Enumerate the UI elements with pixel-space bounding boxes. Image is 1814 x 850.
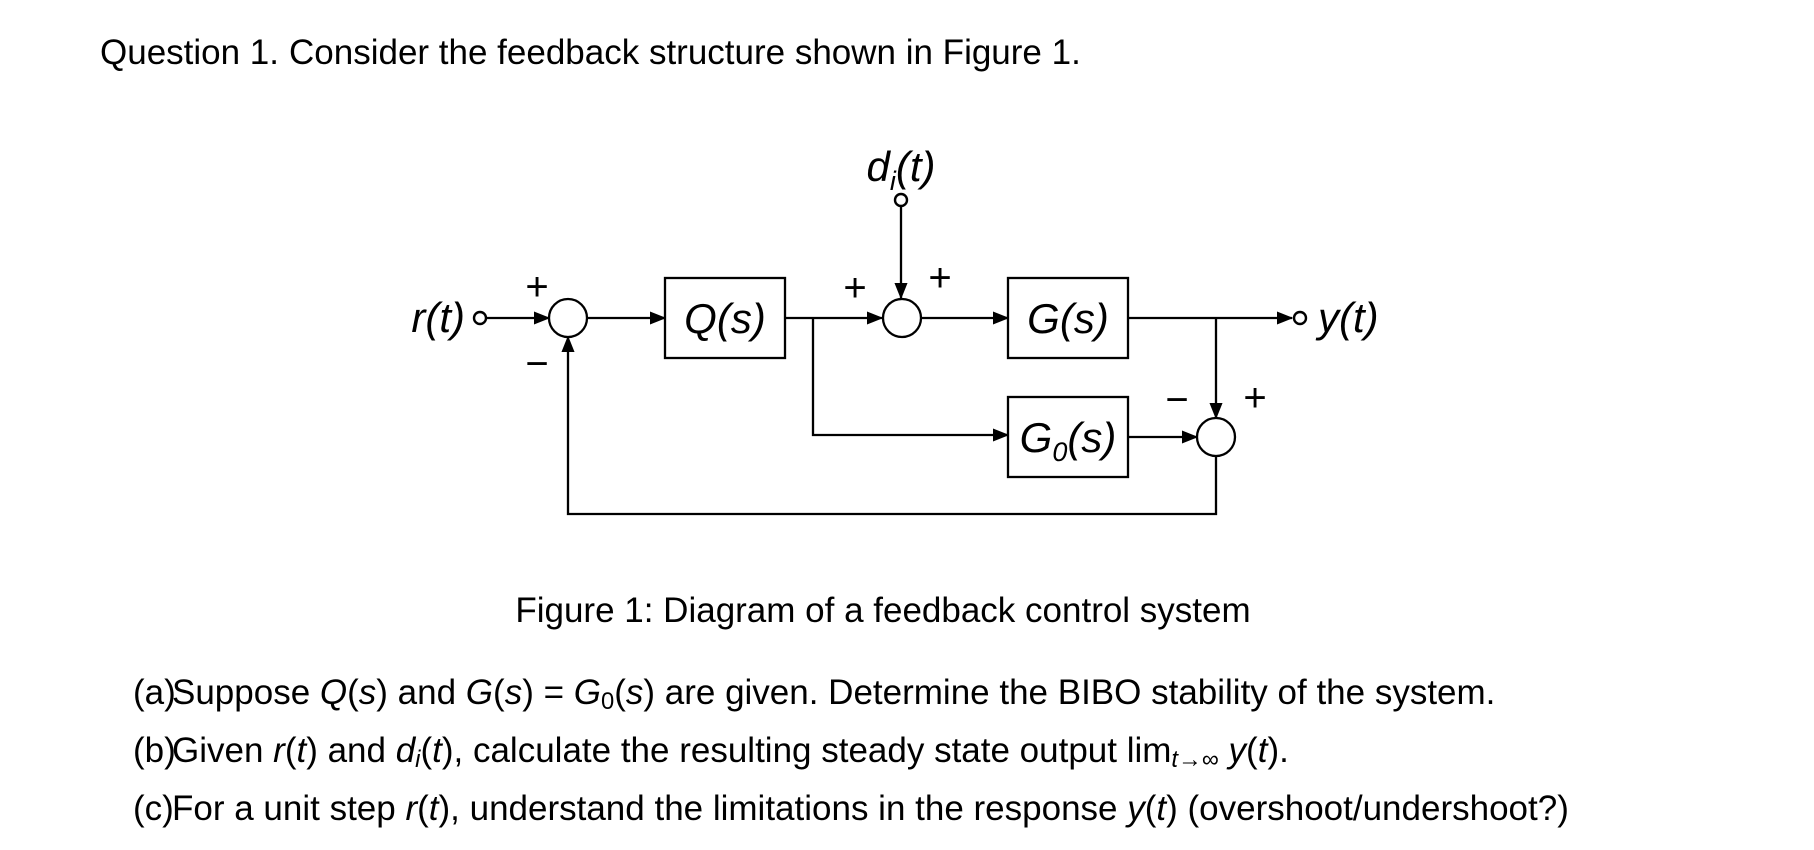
model-block: [1006, 395, 1130, 479]
output-signal-label: y(t): [1315, 294, 1379, 341]
text-run: t: [428, 789, 439, 828]
output-terminal: [1292, 310, 1308, 326]
text-run: ) and: [306, 731, 396, 770]
sum1-minus-sign: −: [525, 342, 548, 386]
input-signal-label: r(t): [411, 294, 465, 341]
text-run: t: [296, 731, 307, 770]
text-run: ) and: [376, 673, 466, 712]
question-item-b: (b)Given r(t) and di(t), calculate the r…: [133, 726, 1569, 784]
text-run: y: [1228, 731, 1247, 770]
question-title-text: Consider the feedback structure shown in…: [289, 33, 1081, 72]
text-run: s: [625, 673, 644, 712]
summing-junction-3: [1195, 416, 1237, 458]
text-run: i: [415, 746, 421, 773]
text-run: s: [504, 673, 523, 712]
item-b-label: (b): [133, 731, 176, 770]
text-run: Given: [172, 731, 274, 770]
text-run: (: [1144, 789, 1157, 828]
text-run: t: [1257, 731, 1268, 770]
text-run: y: [1127, 789, 1145, 828]
sum2-plus-right-sign: +: [928, 256, 951, 300]
model-label-sub: 0: [1052, 437, 1067, 467]
text-run: ) =: [522, 673, 574, 712]
controller-label: Q(s): [684, 295, 766, 342]
item-a-text: Suppose Q(s) and G(s) = G0(s) are given.…: [172, 673, 1496, 715]
sum2-plus-left-sign: +: [843, 266, 866, 310]
plant-label: G(s): [1027, 295, 1109, 342]
text-run: ).: [1267, 731, 1289, 770]
text-run: (: [614, 673, 626, 712]
disturbance-label-main: d: [866, 143, 891, 190]
input-terminal: [472, 310, 488, 326]
feedback-line: [561, 335, 1218, 516]
text-run: t: [432, 731, 442, 770]
text-run: d: [395, 731, 416, 770]
model-label-paren: (s): [1067, 414, 1116, 461]
text-run: (: [1246, 731, 1258, 770]
text-run: ) (overshoot/undershoot?): [1166, 789, 1569, 828]
text-run: r: [405, 789, 418, 828]
text-run: t: [1156, 789, 1167, 828]
text-run: Suppose: [172, 673, 320, 712]
sum3-plus-sign: +: [1243, 376, 1266, 420]
text-run: (: [347, 673, 359, 712]
question-title: Question 1. Consider the feedback structu…: [100, 33, 1081, 73]
item-a-label: (a): [133, 673, 176, 712]
sum1-plus-sign: +: [525, 265, 548, 309]
text-run: (: [417, 789, 429, 828]
question-list: (a)Suppose Q(s) and G(s) = G0(s) are giv…: [133, 668, 1569, 833]
disturbance-label-paren: (t): [896, 143, 936, 190]
text-run: For a unit step: [172, 789, 406, 828]
text-run: G: [465, 673, 494, 712]
text-run: r: [273, 731, 285, 770]
text-run: Q: [319, 673, 348, 712]
text-run: (: [420, 731, 433, 770]
text-run: →∞: [1178, 746, 1219, 773]
model-label-main: G: [1020, 414, 1053, 461]
item-b-text: Given r(t) and di(t), calculate the resu…: [172, 731, 1289, 773]
item-c-text: For a unit step r(t), understand the lim…: [172, 789, 1569, 828]
question-item-a: (a)Suppose Q(s) and G(s) = G0(s) are giv…: [133, 668, 1569, 726]
disturbance-signal-label: di(t): [866, 143, 935, 196]
text-run: ), calculate the resulting steady state …: [441, 731, 1172, 770]
branch-to-model-line: [811, 318, 1010, 442]
question-number: Question 1.: [100, 33, 279, 72]
plant-block: [1006, 276, 1130, 360]
disturbance-terminal: [893, 192, 909, 208]
text-run: (: [493, 673, 505, 712]
disturbance-label-sub: i: [890, 166, 897, 196]
summing-junction-1: [547, 297, 589, 339]
text-run: s: [358, 673, 377, 712]
question-item-c: (c)For a unit step r(t), understand the …: [133, 784, 1569, 833]
item-c-label: (c): [133, 789, 174, 828]
text-run: (: [284, 731, 297, 770]
feedback-diagram: Q(s) G(s) G0(s) r(t) y(t) di(t) + − + + …: [411, 143, 1379, 516]
text-run: 0: [600, 688, 615, 715]
summing-junction-2: [881, 297, 923, 339]
text-run: ) are given. Determine the BIBO stabilit…: [643, 673, 1496, 712]
text-run: t: [1171, 746, 1179, 773]
controller-block: [663, 276, 787, 360]
figure-caption: Figure 1: Diagram of a feedback control …: [515, 591, 1251, 630]
sum3-minus-sign: −: [1165, 378, 1188, 422]
text-run: [1219, 731, 1229, 770]
model-label: G0(s): [1020, 414, 1117, 467]
text-run: ), understand the limitations in the res…: [438, 789, 1128, 828]
text-run: G: [573, 673, 601, 712]
